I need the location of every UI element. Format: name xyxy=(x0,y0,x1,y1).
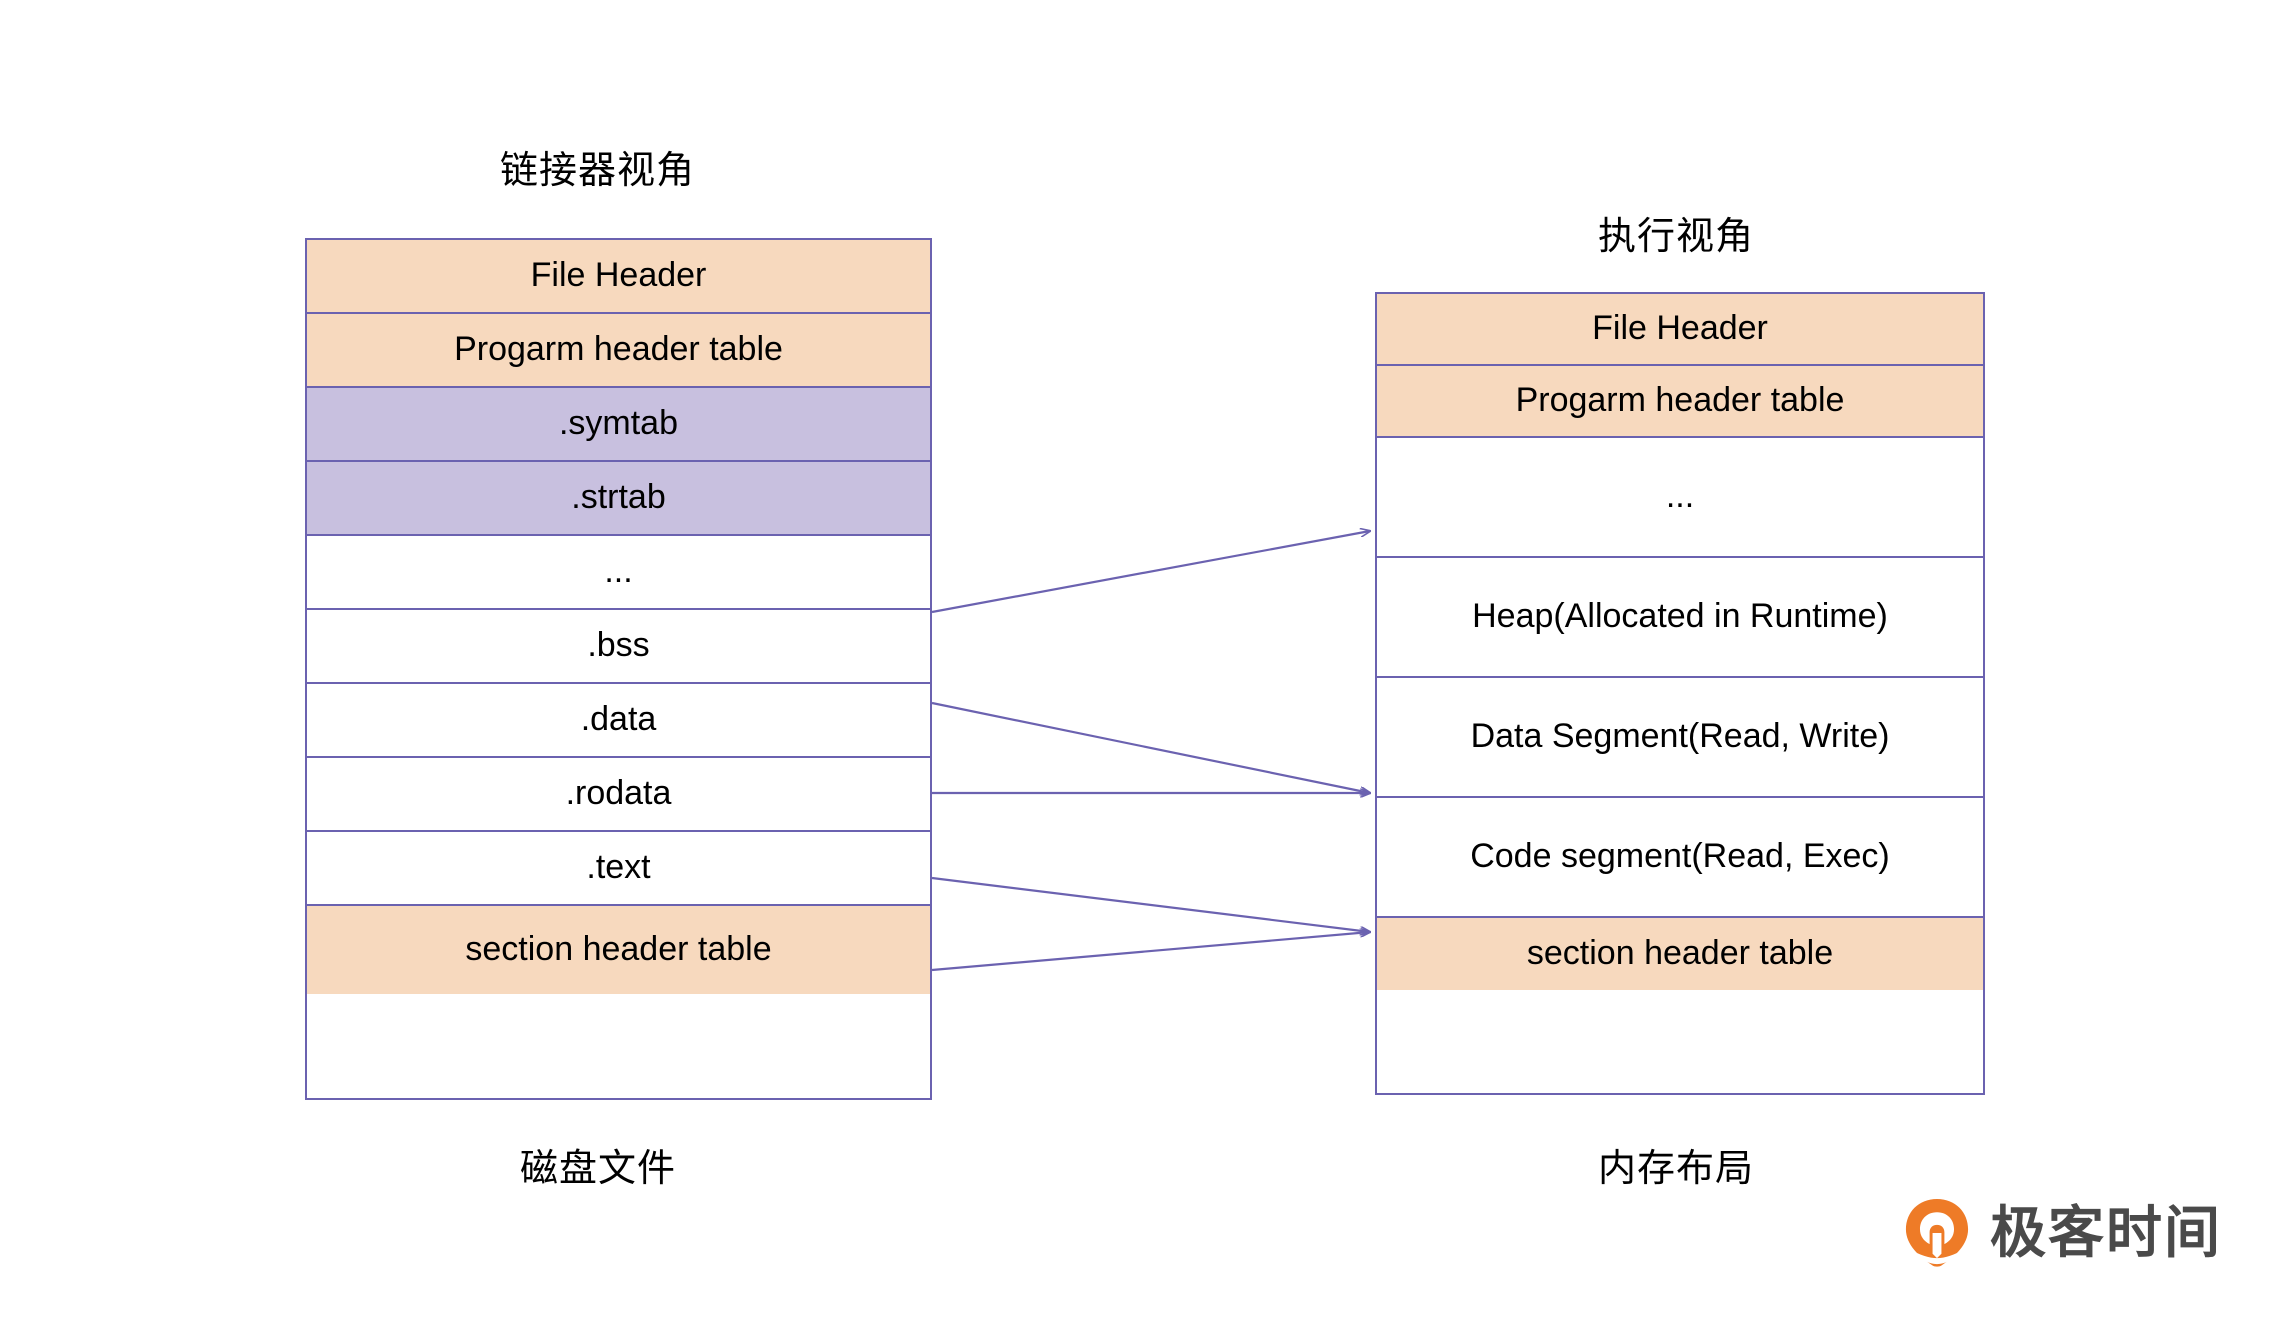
linker-row-section-header-table: section header table xyxy=(307,906,930,994)
arrow-ellipsis-to-ellipsis xyxy=(931,531,1370,614)
linker-row-program-header-table: Progarm header table xyxy=(307,314,930,388)
linker-row-ellipsis: ... xyxy=(307,536,930,610)
arrow-bss-to-data-segment xyxy=(931,701,1370,793)
linker-row-bss: .bss xyxy=(307,610,930,684)
exec-view-table: File Header Progarm header table ... Hea… xyxy=(1375,292,1985,1095)
exec-view-caption: 执行视角 xyxy=(1598,216,1755,258)
linker-view-table: File Header Progarm header table .symtab… xyxy=(305,238,932,1100)
linker-row-symtab: .symtab xyxy=(307,388,930,462)
linker-row-data: .data xyxy=(307,684,930,758)
exec-row-ellipsis: ... xyxy=(1377,438,1983,558)
geektime-pin-icon xyxy=(1905,1198,1969,1267)
linker-row-file-header: File Header xyxy=(307,240,930,314)
brand-name: 极客时间 xyxy=(1990,1201,2222,1264)
linker-view-caption: 链接器视角 xyxy=(500,150,696,192)
exec-row-heap: Heap(Allocated in Runtime) xyxy=(1377,558,1983,678)
exec-row-code-segment: Code segment(Read, Exec) xyxy=(1377,798,1983,918)
brand-logo: 极客时间 xyxy=(1900,1196,2222,1270)
arrow-text-to-code-segment xyxy=(931,932,1370,972)
linker-row-text: .text xyxy=(307,832,930,906)
disk-file-caption: 磁盘文件 xyxy=(520,1148,677,1190)
memory-layout-caption: 内存布局 xyxy=(1598,1148,1755,1190)
linker-row-rodata: .rodata xyxy=(307,758,930,832)
exec-row-program-header-table: Progarm header table xyxy=(1377,366,1983,438)
exec-row-data-segment: Data Segment(Read, Write) xyxy=(1377,678,1983,798)
exec-row-file-header: File Header xyxy=(1377,294,1983,366)
exec-row-section-header-table: section header table xyxy=(1377,918,1983,990)
arrow-rodata-to-code-segment xyxy=(931,876,1370,932)
linker-row-strtab: .strtab xyxy=(307,462,930,536)
